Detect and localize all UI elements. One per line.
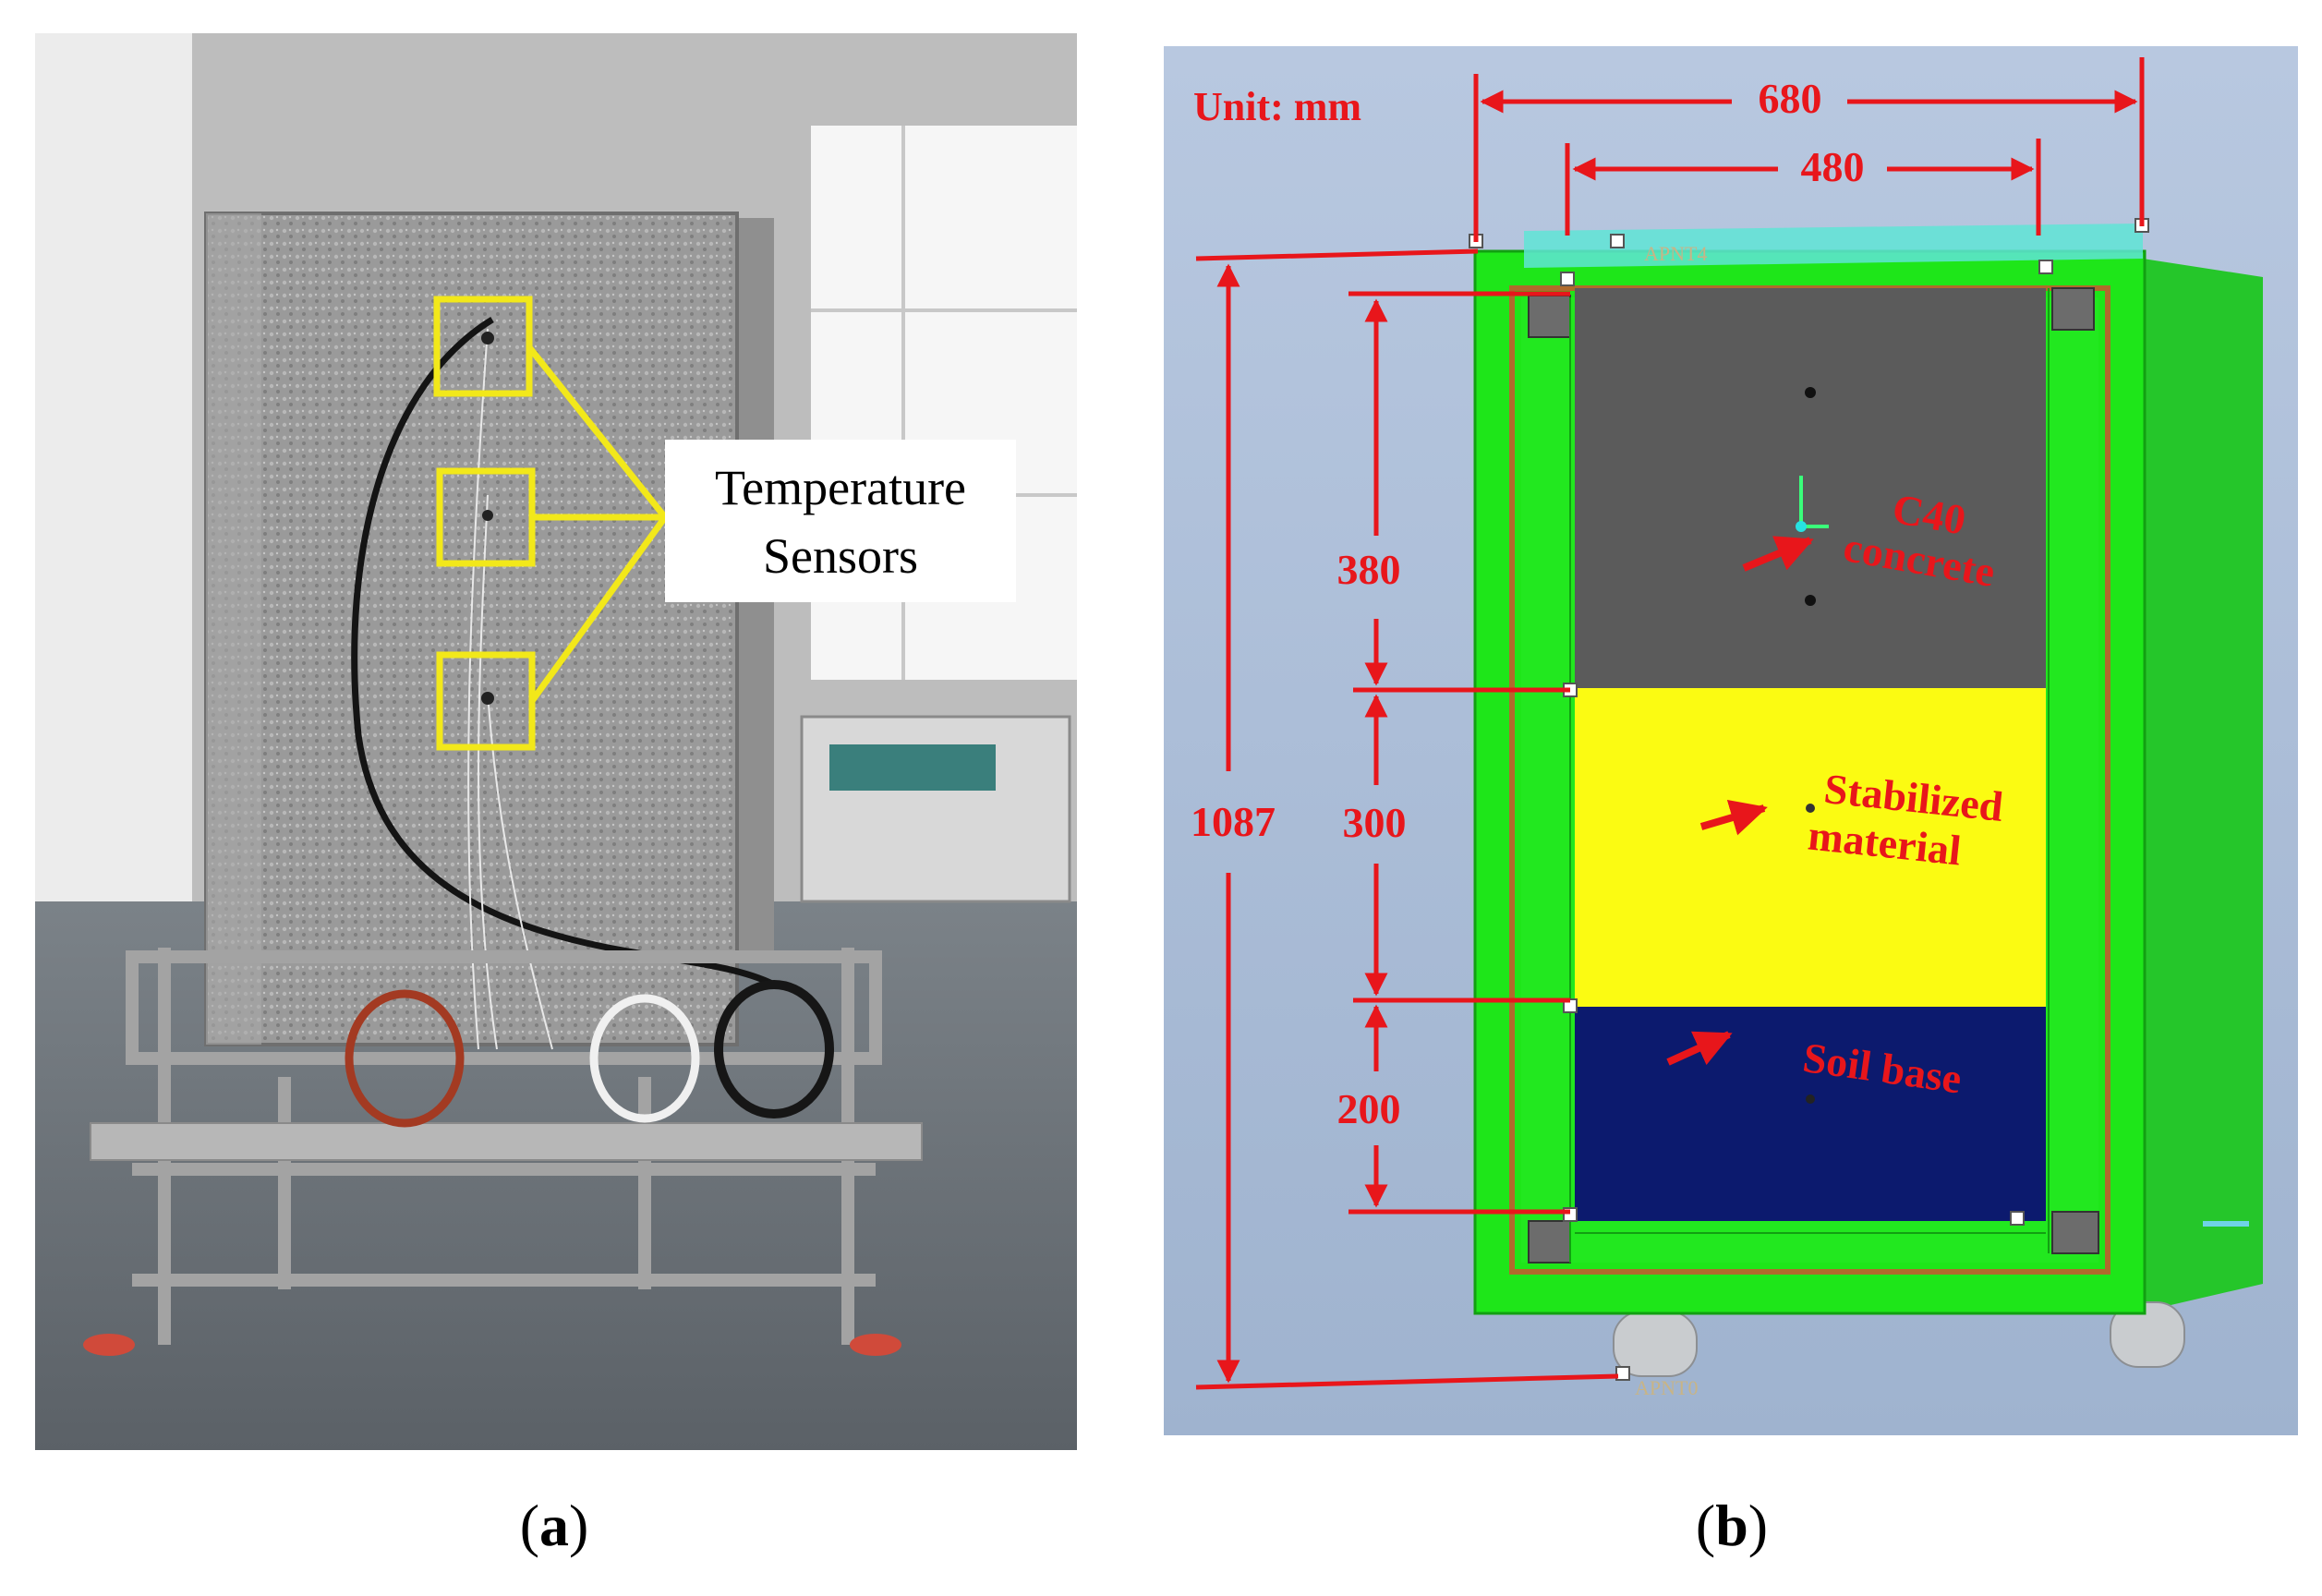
callout-label-box [665,440,1016,602]
dim-inner-width-label: 480 [1801,143,1865,190]
box-side-face [2143,259,2263,1312]
pointer-soil [1666,1031,1733,1066]
cable-coil-red [345,989,465,1128]
pointer-concrete [1742,536,1814,572]
sensor-callout [433,296,668,751]
callout-label-line2: Sensors [763,528,918,584]
schematic-svg: APNT4 APNT0 Unit: mm 680 480 1087 [1164,46,2298,1435]
sensor-middle [482,510,493,521]
dim-layer-top-label: 380 [1337,546,1401,593]
lid [1524,224,2143,268]
marker-bottom: APNT0 [1635,1376,1698,1399]
dim-layer-bottom-label: 200 [1337,1085,1401,1132]
pointer-stabilized [1699,799,1768,836]
dim-layers [1348,291,1570,1215]
callout-label-line1: Temperature [715,460,966,515]
caption-a: (a) [519,1493,589,1558]
corner-block-tr [2051,287,2095,331]
callout-line-bottom [529,514,668,704]
marker-top: APNT4 [1644,242,1707,265]
layer-concrete [1575,288,2046,688]
corner-block-br [2051,1211,2099,1254]
foot-left [83,1334,135,1356]
sensor-bottom [481,692,494,705]
photo-illustration: Temperature Sensors [35,33,1079,1450]
left-wall [35,33,192,1003]
dim-outer-width [1473,57,2145,242]
panel-b-schematic: APNT4 APNT0 Unit: mm 680 480 1087 [1164,46,2298,1435]
corner-block-tl [1528,295,1571,338]
corner-block-bl [1528,1220,1571,1264]
layer-soil [1575,1007,2046,1221]
foot-right [850,1334,901,1356]
dim-total-height-label: 1087 [1191,798,1276,845]
dim-total-height [1195,248,1619,1390]
unit-label: Unit: mm [1193,84,1361,129]
caption-b: (b) [1695,1493,1769,1558]
sensor-top [481,332,494,345]
layer-stabilized [1575,688,2046,1007]
dim-inner-width [1565,139,2041,236]
wheel-right [2110,1301,2185,1368]
dim-outer-width-label: 680 [1759,75,1822,122]
dim-layer-middle-label: 300 [1343,799,1407,846]
callout-line-top [526,345,668,520]
cable-coil-black [714,980,834,1118]
callout-box-top [433,296,533,397]
panel-a-photo: Temperature Sensors [35,33,1079,1450]
cable-coil-white [589,994,700,1123]
